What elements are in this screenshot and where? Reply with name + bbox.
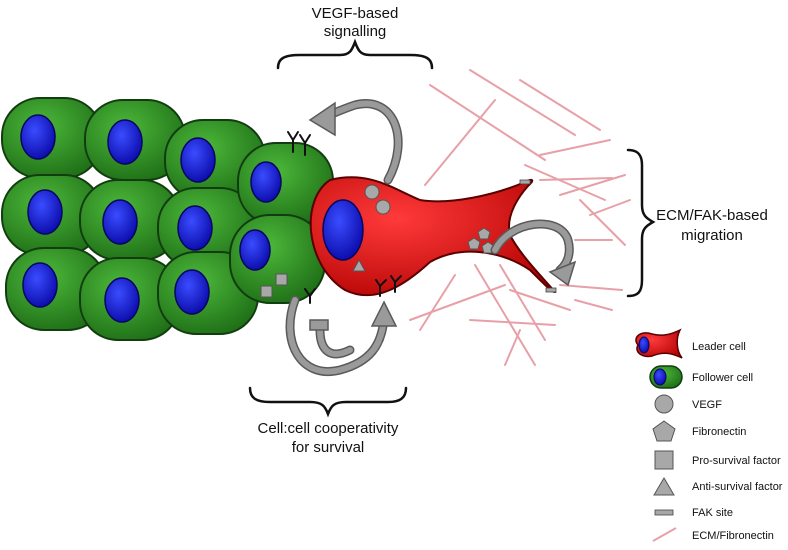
coop-brace	[248, 386, 408, 418]
ecm-fibre	[589, 199, 631, 216]
fibronectin-molecule	[477, 227, 491, 240]
nucleus	[22, 262, 58, 308]
ecm-arrow-body	[492, 221, 573, 273]
ecm-arrowhead	[548, 260, 577, 287]
legend-label-anti-survival: Anti-survival factor	[692, 481, 783, 493]
vegf-receptor	[287, 131, 299, 153]
nucleus	[180, 137, 216, 183]
coop-label-line2: for survival	[292, 439, 365, 456]
pro-survival-factor	[275, 273, 288, 286]
ecm-fibre	[559, 284, 623, 291]
survival-arrow-tail	[309, 319, 329, 331]
anti-survival-triangle-icon	[653, 477, 675, 496]
legend-label-follower: Follower cell	[692, 372, 753, 384]
vegf-circle-icon	[654, 394, 674, 414]
coop-label-line1: Cell:cell cooperativity	[258, 420, 399, 437]
ecm-fibre	[504, 329, 521, 366]
fak-site-icon	[654, 509, 674, 516]
pro-survival-factor	[260, 285, 273, 298]
receptor	[375, 279, 387, 297]
ecm-fibre	[469, 69, 576, 136]
ecm-fibre	[474, 264, 536, 366]
legend: Leader cell Follower cell VEGF Fibronect…	[635, 328, 783, 542]
ecm-fibre	[539, 139, 611, 156]
ecm-fibre	[424, 99, 496, 186]
ecm-fibre	[579, 199, 626, 246]
receptor	[390, 275, 402, 293]
survival-arrowhead	[370, 300, 398, 327]
receptor	[304, 288, 316, 304]
follower-cell-icon	[649, 365, 683, 389]
ecm-label-line2: migration	[681, 227, 743, 244]
ecm-fibre	[429, 84, 546, 161]
vegf-receptor	[299, 134, 311, 156]
leader-cell-icon	[635, 328, 683, 359]
vegf-molecule	[375, 199, 391, 215]
ecm-fibre	[574, 299, 613, 311]
vegf-label-line2: signalling	[324, 23, 387, 40]
legend-label-fak: FAK site	[692, 507, 733, 519]
nucleus	[27, 189, 63, 235]
follower-nuclei	[20, 114, 282, 323]
leader-nucleus	[322, 199, 364, 261]
vegf-arrowhead	[308, 101, 336, 137]
receptors	[287, 131, 402, 304]
anti-survival-factor	[352, 258, 366, 272]
ecm-fibre	[409, 284, 506, 321]
fibronectin-molecule	[467, 237, 481, 250]
ecm-line-icon	[652, 527, 677, 542]
fibronectin-pentagon-icon	[652, 420, 676, 442]
nucleus	[174, 269, 210, 315]
ecm-brace	[626, 148, 656, 298]
survival-arrow-body	[287, 297, 387, 375]
ecm-fibre	[419, 274, 456, 331]
nucleus	[20, 114, 56, 160]
ecm-fibres	[409, 69, 631, 366]
survival-arrow-inner-body	[317, 327, 353, 357]
ecm-fibre	[559, 174, 626, 196]
legend-label-pro-survival: Pro-survival factor	[692, 455, 781, 467]
ecm-fibre	[519, 79, 601, 131]
ecm-fibre	[469, 319, 556, 326]
braces	[248, 38, 656, 418]
legend-label-fibronectin: Fibronectin	[692, 426, 746, 438]
ecm-fibre	[539, 177, 613, 181]
nucleus	[107, 119, 143, 165]
fak-site	[545, 287, 557, 293]
pro-survival-square-icon	[654, 450, 674, 470]
nucleus	[177, 205, 213, 251]
ecm-fibre	[499, 264, 546, 341]
ecm-fibre	[509, 289, 571, 311]
leader-cell	[309, 176, 557, 297]
ecm-label-line1: ECM/FAK-based	[656, 207, 768, 224]
nucleus	[239, 229, 271, 271]
vegf-brace	[276, 38, 434, 70]
legend-label-ecm: ECM/Fibronectin	[692, 530, 774, 542]
legend-label-vegf: VEGF	[692, 399, 722, 411]
nucleus	[250, 161, 282, 203]
vegf-molecule	[364, 184, 380, 200]
ecm-fibre	[524, 164, 606, 201]
vegf-label-line1: VEGF-based	[312, 5, 399, 22]
fak-site	[519, 179, 531, 185]
legend-label-leader: Leader cell	[692, 341, 746, 353]
nucleus	[104, 277, 140, 323]
nucleus	[102, 199, 138, 245]
